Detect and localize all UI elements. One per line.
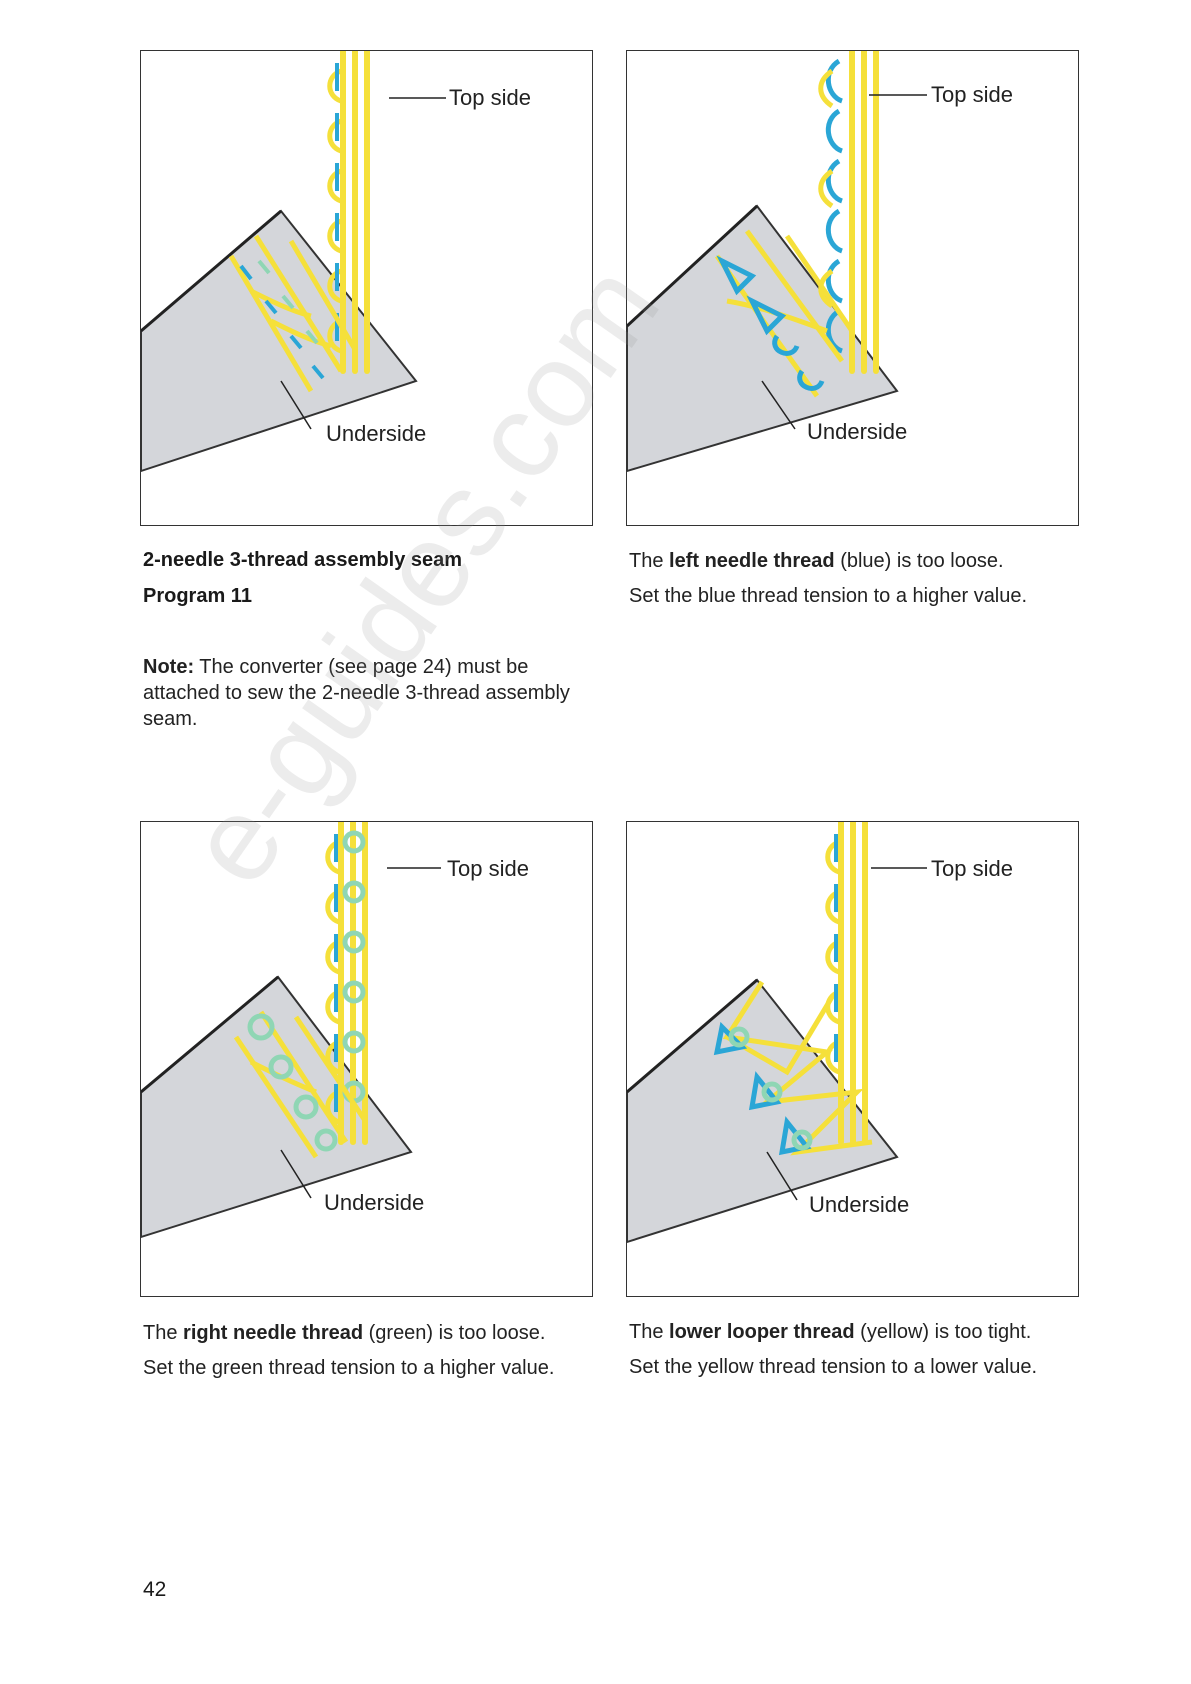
instruction-text: Set the yellow thread tension to a lower… xyxy=(629,1354,1069,1380)
problem-text: The right needle thread (green) is too l… xyxy=(143,1320,583,1346)
instruction-text: Set the green thread tension to a higher… xyxy=(143,1355,583,1381)
note-label: Note: xyxy=(143,656,194,678)
seam-title: 2-needle 3-thread assembly seam xyxy=(143,549,462,572)
instruction-text: Set the blue thread tension to a higher … xyxy=(629,583,1079,609)
note: Note: The converter (see page 24) must b… xyxy=(143,654,583,732)
problem-text: The lower looper thread (yellow) is too … xyxy=(629,1319,1069,1345)
underside-label: Underside xyxy=(324,1190,424,1216)
page-number: 42 xyxy=(143,1578,166,1602)
seam-illustration-yellow-tight xyxy=(627,822,1078,1296)
illustration-panel-3: Top side Underside xyxy=(140,821,593,1297)
caption-panel-3: The right needle thread (green) is too l… xyxy=(143,1320,583,1390)
underside-label: Underside xyxy=(326,421,426,447)
top-side-label: Top side xyxy=(931,82,1013,108)
illustration-panel-1: Top side Underside xyxy=(140,50,593,526)
top-side-label: Top side xyxy=(447,856,529,882)
problem-text: The left needle thread (blue) is too loo… xyxy=(629,548,1079,574)
underside-label: Underside xyxy=(807,419,907,445)
caption-panel-2: The left needle thread (blue) is too loo… xyxy=(629,548,1079,618)
program-number: Program 11 xyxy=(143,585,252,608)
illustration-panel-4: Top side Underside xyxy=(626,821,1079,1297)
illustration-panel-2: Top side Underside xyxy=(626,50,1079,526)
top-side-label: Top side xyxy=(931,856,1013,882)
seam-illustration-blue-loose xyxy=(627,51,1078,525)
underside-label: Underside xyxy=(809,1192,909,1218)
note-text: The converter (see page 24) must be atta… xyxy=(143,656,570,730)
seam-illustration-correct xyxy=(141,51,592,525)
seam-illustration-green-loose xyxy=(141,822,592,1296)
top-side-label: Top side xyxy=(449,85,531,111)
caption-panel-4: The lower looper thread (yellow) is too … xyxy=(629,1319,1069,1389)
